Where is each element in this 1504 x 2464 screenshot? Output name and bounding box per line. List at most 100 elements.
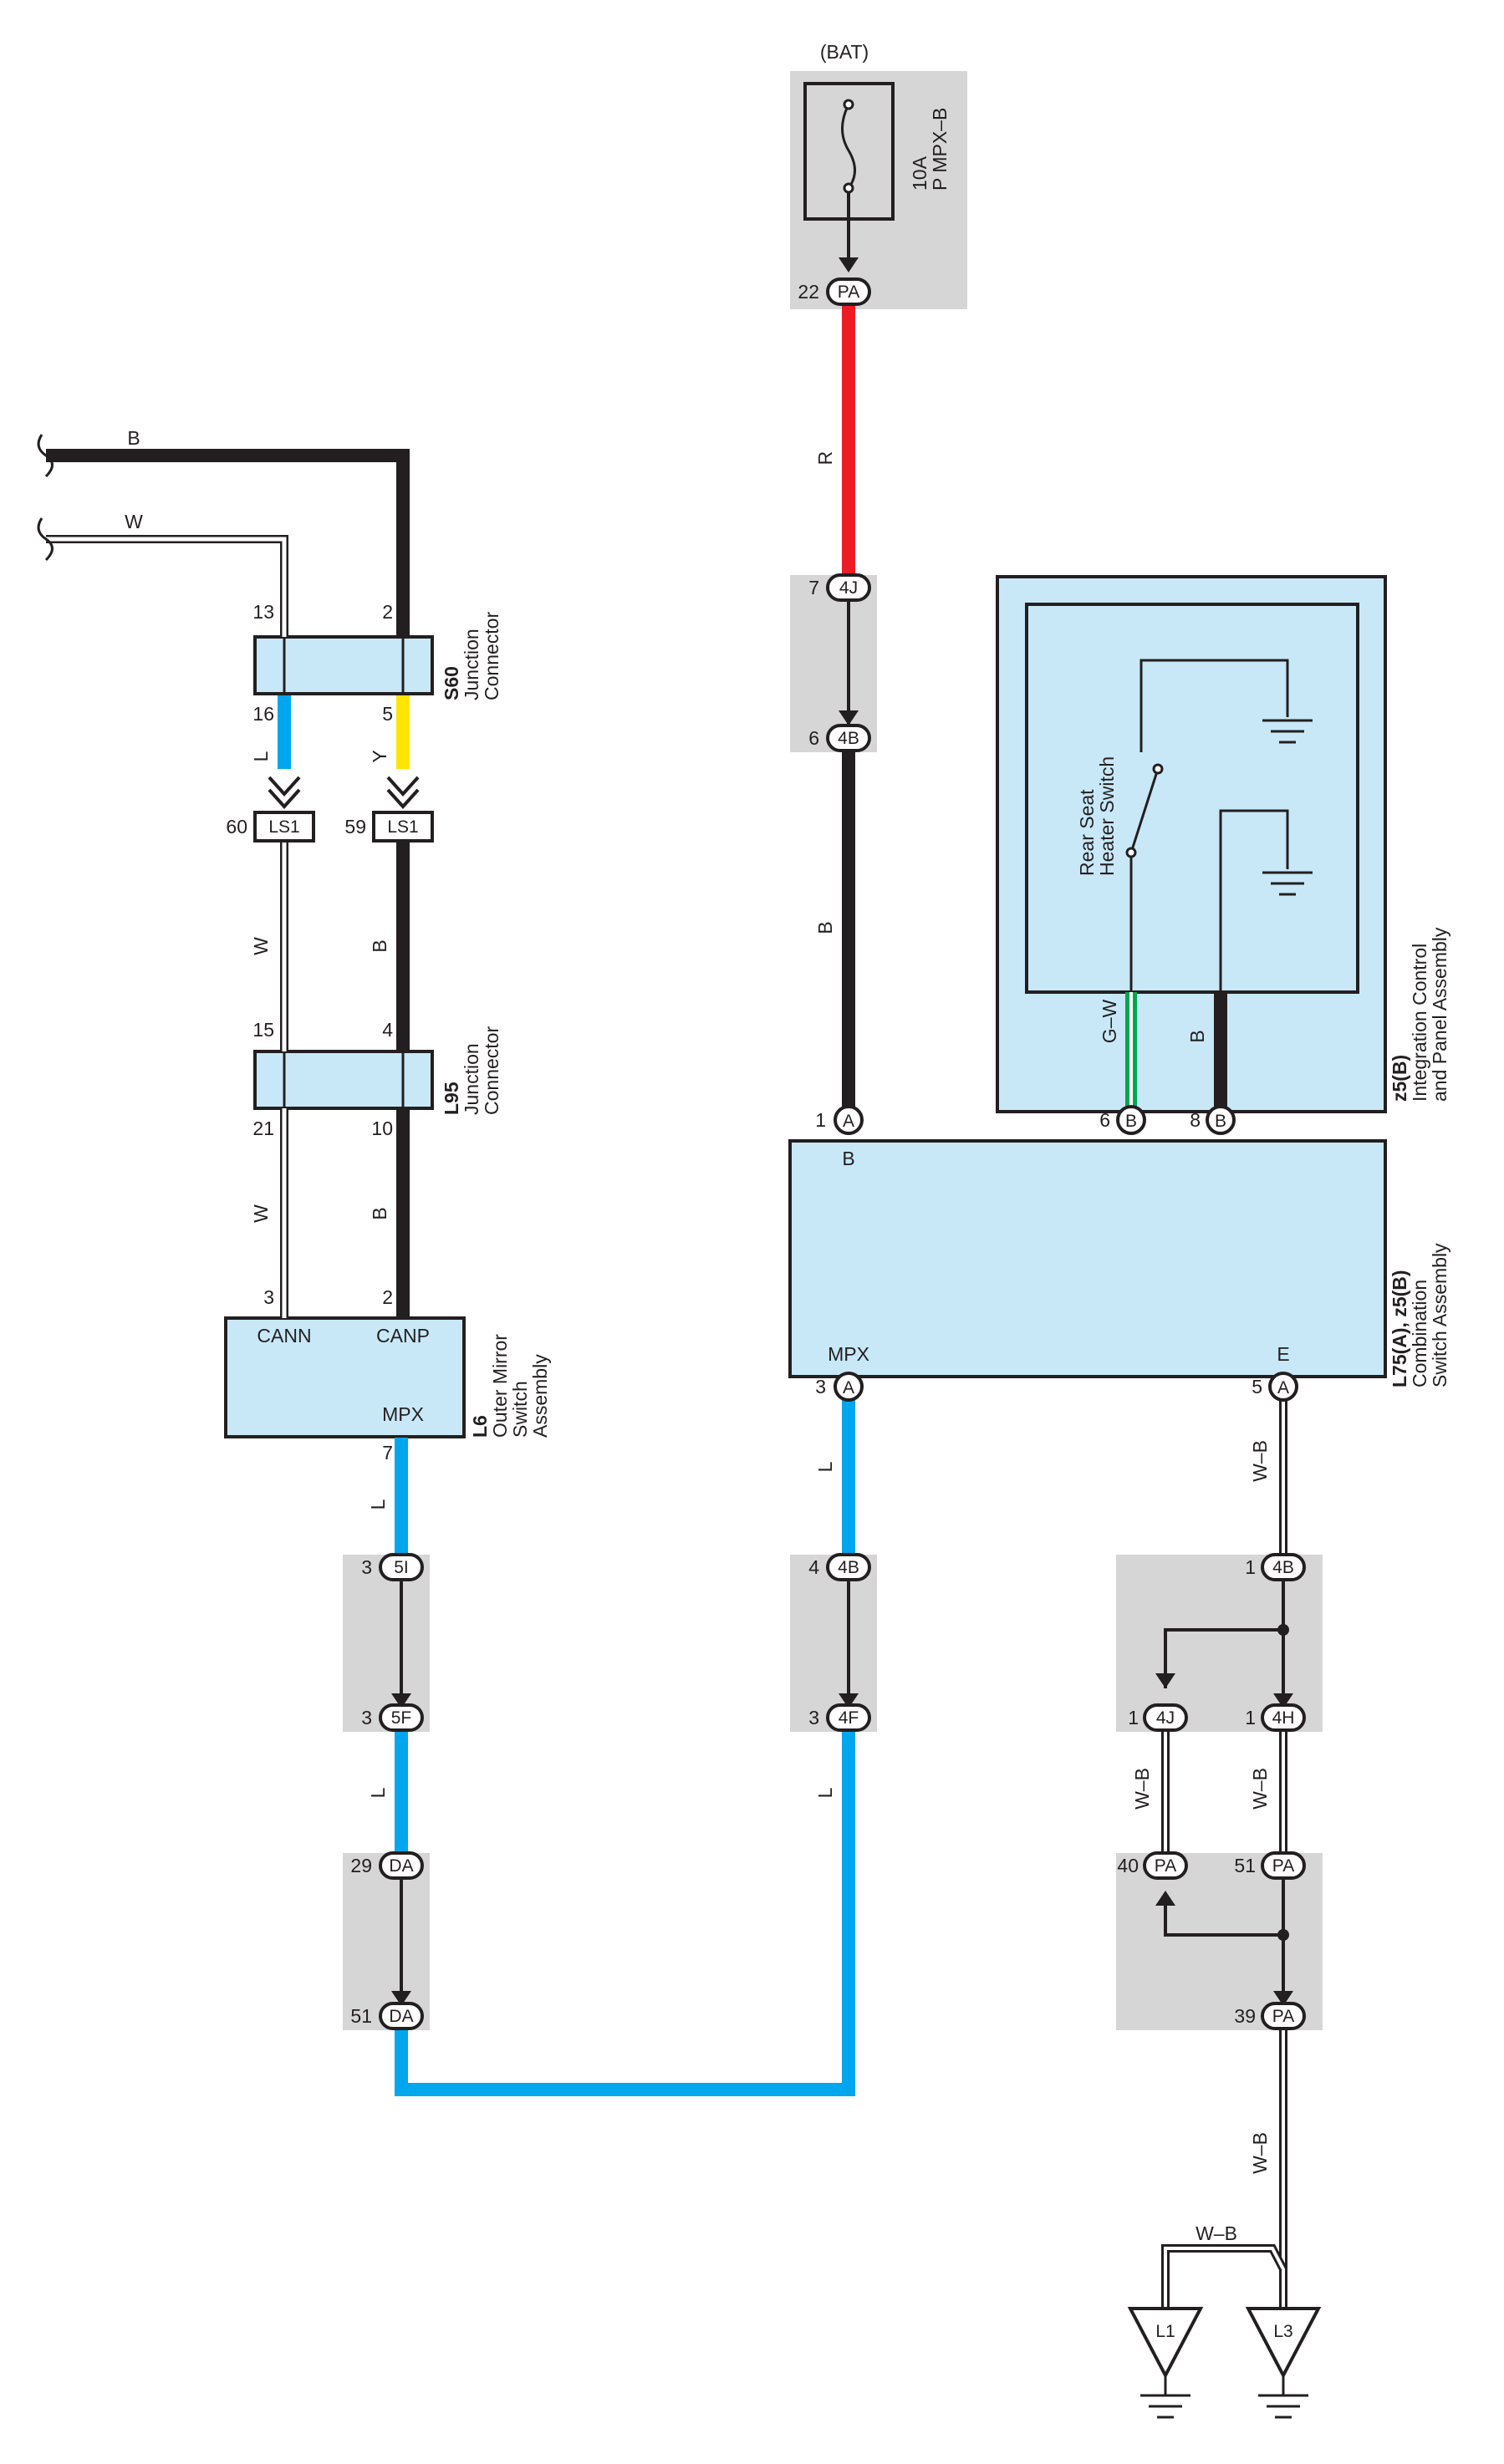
wire-y-s60: Y	[369, 750, 390, 762]
labels: (BAT) 10A P MPX–B 22 7 6 1 6 8 3 5 4 3 3…	[125, 41, 1450, 2244]
pin-7-l6: 7	[382, 1442, 393, 1464]
plate-a-3: A	[843, 1378, 854, 1397]
plate-da-51: DA	[389, 2007, 413, 2026]
plate-pa-51: PA	[1272, 1856, 1294, 1876]
wire-l-2: L	[814, 1787, 836, 1798]
z5b-name2: and Panel Assembly	[1429, 927, 1450, 1102]
pin-4-l95: 4	[382, 1019, 393, 1041]
wire-l-s60: L	[250, 751, 272, 761]
pin-3-a: 3	[815, 1376, 826, 1397]
fuse-rating: 10A	[909, 155, 930, 191]
plate-pa-40: PA	[1155, 1856, 1176, 1876]
z5b-name1: Integration Control	[1409, 944, 1430, 1102]
pin-22: 22	[798, 281, 819, 303]
plate-pa-39: PA	[1272, 2007, 1294, 2026]
wire-l-1: L	[814, 1461, 836, 1472]
l6-pin-cann: CANN	[257, 1325, 311, 1347]
plate-da-29: DA	[389, 1856, 413, 1876]
junction-dots	[1277, 1624, 1289, 1941]
pin-59: 59	[344, 816, 366, 837]
ground-l1-label: L1	[1155, 2322, 1175, 2341]
ground-l3-icon	[1245, 2307, 1322, 2380]
internal-ground-icons	[1262, 719, 1313, 896]
wire-b-top: B	[127, 427, 140, 449]
modules	[224, 575, 1387, 1438]
wire-b-1: B	[369, 939, 390, 952]
wire-l-3: L	[367, 1499, 389, 1509]
l6-module-box	[224, 1316, 466, 1438]
combo-name1: Combination	[1409, 1280, 1430, 1387]
pin-51-pa: 51	[1234, 1855, 1256, 1876]
l6-code: L6	[469, 1415, 491, 1438]
plate-b-6: B	[1125, 1112, 1137, 1131]
pin-4-4b: 4	[808, 1556, 819, 1578]
wire-w-2: W	[250, 1204, 272, 1223]
l95-junction-box	[253, 1050, 434, 1110]
pin-5-a: 5	[1252, 1376, 1262, 1397]
l6-name3: Assembly	[529, 1354, 551, 1438]
wire-w-top: W	[125, 511, 143, 532]
pin-2-s60: 2	[382, 601, 393, 623]
combo-code: L75(A), z5(B)	[1389, 1270, 1410, 1387]
ground-l3-label: L3	[1273, 2322, 1292, 2341]
pin-1-4b: 1	[1245, 1556, 1256, 1578]
z5b-code: z5(B)	[1389, 1055, 1410, 1102]
connector-backgrounds	[343, 71, 1323, 2030]
battery-label: (BAT)	[820, 41, 869, 63]
plate-4b-right: 4B	[1272, 1558, 1294, 1577]
pin-10: 10	[371, 1117, 393, 1139]
pin-3-4f: 3	[808, 1707, 819, 1728]
combo-pin-e: E	[1277, 1343, 1289, 1365]
pin-16: 16	[252, 703, 274, 725]
pin-1: 1	[815, 1109, 826, 1131]
pin-51-da: 51	[350, 2005, 372, 2027]
wire-wb-2: W–B	[1131, 1768, 1153, 1810]
plate-5f: 5F	[391, 1708, 412, 1728]
pin-6-b: 6	[1099, 1109, 1110, 1131]
plate-ls1-59: LS1	[387, 817, 418, 837]
pin-13: 13	[252, 601, 274, 623]
s60-name2: Connector	[481, 612, 502, 700]
l6-pin-mpx: MPX	[382, 1403, 424, 1425]
ground-l1-icon	[1127, 2307, 1204, 2380]
switch-name2: Heater Switch	[1096, 756, 1118, 876]
s60-name1: Junction	[461, 629, 482, 700]
pin-29: 29	[350, 1855, 372, 1876]
combo-module-box	[788, 1139, 1387, 1378]
pin-60: 60	[226, 816, 247, 837]
pin-1-4j: 1	[1128, 1707, 1139, 1728]
l6-name1: Outer Mirror	[489, 1334, 511, 1438]
pin-3-5i: 3	[361, 1556, 372, 1578]
plate-4b-top: 4B	[838, 729, 859, 748]
ground-points: L1 L3	[1127, 2307, 1322, 2419]
connector-plates: PA 4J 4B A B B A A 4B 4F 5I 5F D	[253, 277, 1306, 2030]
plate-5i: 5I	[394, 1558, 409, 1577]
pin-6: 6	[808, 727, 819, 749]
l95-name1: Junction	[461, 1043, 482, 1115]
ls1-chevrons	[268, 776, 420, 809]
combo-pin-mpx: MPX	[828, 1343, 869, 1365]
wire-b-mid: B	[814, 921, 836, 934]
plate-a-5: A	[1277, 1378, 1289, 1397]
plate-4j: 4J	[839, 578, 858, 598]
plate-4j-right: 4J	[1156, 1708, 1175, 1728]
l6-name2: Switch	[509, 1381, 531, 1438]
switch-inner-box	[1025, 603, 1359, 994]
wire-r: R	[814, 451, 836, 466]
wires	[37, 305, 1289, 2307]
l95-name2: Connector	[481, 1026, 502, 1115]
plate-4h: 4H	[1272, 1708, 1295, 1728]
wire-wb-1: W–B	[1249, 1440, 1271, 1482]
combo-name2: Switch Assembly	[1429, 1243, 1450, 1387]
fuse	[803, 82, 895, 272]
plate-pa-22: PA	[838, 283, 859, 302]
pin-39: 39	[1234, 2005, 1256, 2027]
pin-3-5f: 3	[361, 1707, 372, 1728]
combo-pin-b: B	[842, 1148, 854, 1169]
plate-a-1: A	[843, 1112, 854, 1131]
fuse-name: P MPX–B	[929, 108, 951, 191]
switch-name1: Rear Seat	[1076, 789, 1098, 876]
l95-code: L95	[441, 1082, 462, 1115]
pin-5-s60: 5	[382, 703, 393, 725]
